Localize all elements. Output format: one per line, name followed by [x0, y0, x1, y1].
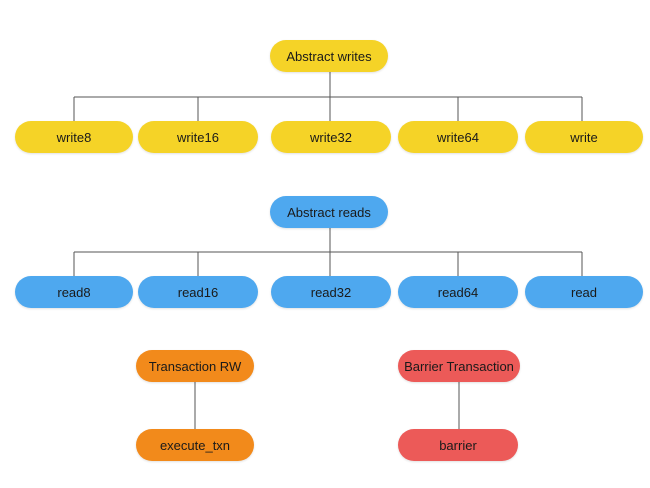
node-barrier: barrier: [398, 429, 518, 461]
node-read8: read8: [15, 276, 133, 308]
node-read16: read16: [138, 276, 258, 308]
node-write16: write16: [138, 121, 258, 153]
node-write64: write64: [398, 121, 518, 153]
node-barrier-transaction: Barrier Transaction: [398, 350, 520, 382]
node-read: read: [525, 276, 643, 308]
node-read32: read32: [271, 276, 391, 308]
node-write: write: [525, 121, 643, 153]
node-write8: write8: [15, 121, 133, 153]
node-abstract-writes: Abstract writes: [270, 40, 388, 72]
node-write32: write32: [271, 121, 391, 153]
node-transaction-rw: Transaction RW: [136, 350, 254, 382]
node-abstract-reads: Abstract reads: [270, 196, 388, 228]
node-read64: read64: [398, 276, 518, 308]
node-execute-txn: execute_txn: [136, 429, 254, 461]
